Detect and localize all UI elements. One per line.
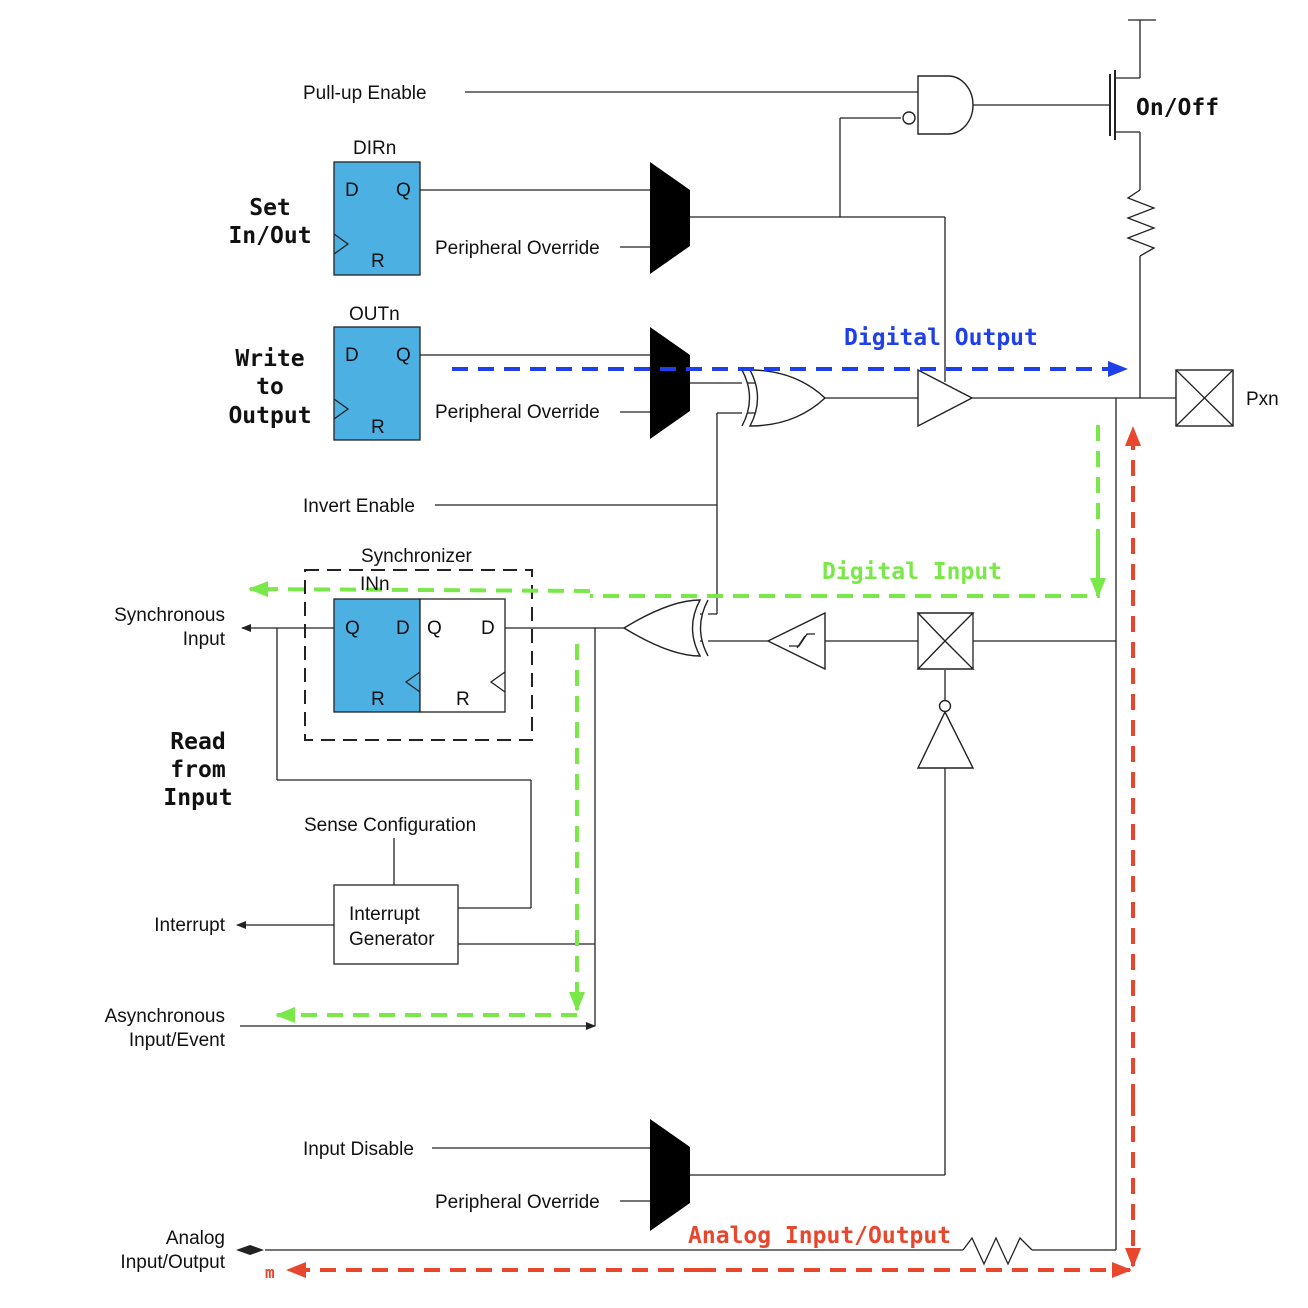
transmission-gate [916,612,975,670]
out-register-label: OUTn [349,304,400,325]
pullup-transistor [1109,70,1116,140]
periph-override-label-2: Peripheral Override [435,402,600,423]
synchronizer-label: Synchronizer [361,546,473,567]
pin-label: Pxn [1246,389,1279,410]
dir-pin-q: Q [396,180,411,201]
digital-input-label: Digital Input [822,559,1002,585]
in-pin-d: D [396,618,410,639]
analog-terminal-icon [236,1245,264,1255]
analog-label-2: Input/Output [120,1252,225,1273]
interrupt-generator [333,884,459,965]
out-mux [650,327,690,439]
input-disable-mux [650,1119,690,1231]
dir-register-label: DIRn [353,138,396,159]
in-register [333,598,421,713]
sync-pin-d: D [481,618,495,639]
schmitt-trigger [766,611,826,671]
read-input-label-3: Input [163,785,232,811]
write-output-label-3: Output [228,403,311,429]
digital-output-label: Digital Output [844,325,1038,351]
periph-override-label-1: Peripheral Override [435,238,600,259]
invert-enable-label: Invert Enable [303,496,415,517]
interrupt-label: Interrupt [154,915,225,936]
inversion-bubble [902,111,916,125]
int-gen-label-1: Interrupt [349,904,420,925]
write-output-label-1: Write [235,346,304,372]
in-register-label: INn [360,574,390,595]
analog-io-label: Analog Input/Output [688,1223,951,1249]
out-pin-d: D [345,345,359,366]
out-register [333,326,421,441]
dir-pin-d: D [345,180,359,201]
sync-pin-r: R [456,689,470,710]
and-gate [917,75,974,135]
sync-flipflop [419,598,506,713]
out-pin-r: R [371,417,385,438]
m-mark-label: m [265,1263,275,1282]
wires [236,19,1176,1266]
digital-input-to-sync [248,581,591,598]
async-label-2: Input/Event [129,1030,226,1051]
set-inout-label-2: In/Out [228,223,311,249]
sync-pin-q: Q [427,618,442,639]
in-pin-r: R [371,689,385,710]
periph-override-label-3: Peripheral Override [435,1192,600,1213]
synchronizer-box [304,569,533,741]
input-enable-inverter [916,699,975,769]
output-xor-gate [741,369,827,427]
sense-config-label: Sense Configuration [304,815,476,836]
write-output-label-2: to [256,374,284,400]
on-off-label: On/Off [1136,95,1219,121]
dir-mux [650,162,690,274]
output-buffer [917,368,974,428]
sync-input-label-2: Input [183,629,226,650]
dir-pin-r: R [371,251,385,272]
input-disable-label: Input Disable [303,1139,414,1160]
read-input-label-1: Read [170,729,225,755]
in-pin-q: Q [345,618,360,639]
dir-register [333,161,421,276]
input-xor-gate [622,599,709,657]
pullup-enable-label: Pull-up Enable [303,83,427,104]
read-input-label-2: from [170,757,225,783]
pad-symbol [1175,369,1234,427]
set-inout-label-1: Set [249,195,291,221]
out-pin-q: Q [396,345,411,366]
async-label-1: Asynchronous [105,1006,225,1027]
sync-input-label-1: Synchronous [114,605,225,626]
analog-label-1: Analog [166,1228,225,1249]
int-gen-label-2: Generator [349,929,435,950]
